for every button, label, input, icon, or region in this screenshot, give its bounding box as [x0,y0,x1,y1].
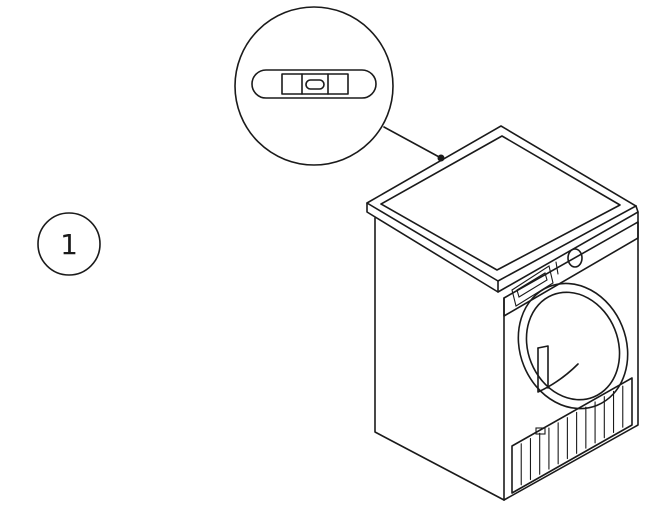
filter-notch [535,427,546,435]
dryer-top-outer [366,125,637,282]
detail-magnifier [234,6,394,166]
magnifier-circle [234,6,394,166]
leader-line [383,126,442,159]
door-handle [537,347,579,393]
step-badge: 1 [37,212,101,276]
program-knob [567,248,583,268]
door-outer-ring [517,282,629,410]
control-panel [503,221,639,317]
vent-grille [511,377,633,494]
door-inner-ring [525,291,621,401]
detergent-drawer [511,265,554,307]
dryer-left-side [374,217,505,501]
step-number: 1 [60,228,78,261]
button-mark [555,261,559,275]
door-handle-grip [537,345,549,389]
spirit-level-icon [251,69,377,99]
level-window [281,73,349,95]
step-circle [37,212,101,276]
vent-slats [520,385,624,486]
tumble-dryer-icon [366,125,639,501]
dryer-front-edges [503,211,639,501]
level-body [251,69,377,99]
display-window [516,272,548,298]
level-bubble [305,79,325,90]
callout-connector [383,126,445,162]
dryer-top-inner [380,135,621,271]
